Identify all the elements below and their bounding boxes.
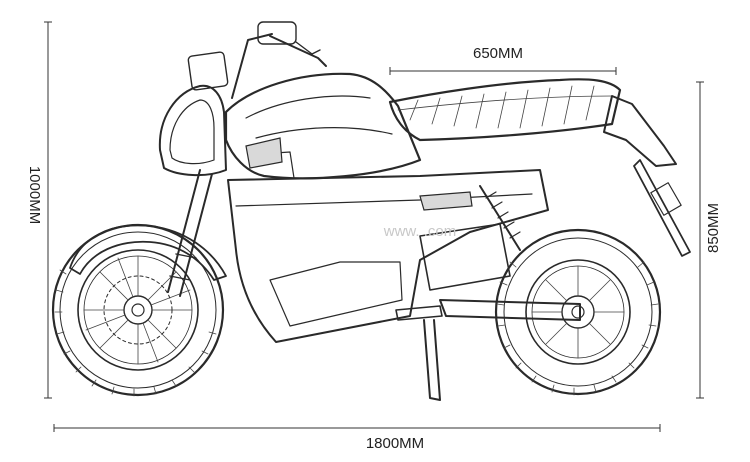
- rear-shock: [479, 185, 521, 251]
- front-wheel-spokes: [83, 255, 193, 365]
- tank-vent: [245, 137, 283, 169]
- seat-stitching: [397, 85, 613, 129]
- height-dimension-right: 850MM: [696, 81, 722, 399]
- handlebar: [231, 21, 327, 99]
- kickstand: [423, 319, 441, 401]
- rear-shock-spring: [485, 191, 521, 239]
- seat-height-label: 850MM: [705, 203, 722, 253]
- side-body-panel: [227, 169, 549, 343]
- tank-panel-lines: [245, 95, 393, 179]
- watermark: www. .com: [383, 223, 457, 240]
- overall-length-dimension: 1800MM: [53, 424, 661, 452]
- battery-box: [419, 223, 511, 291]
- tail-section: [603, 95, 677, 167]
- instrument-display: [187, 51, 229, 91]
- side-panel-cutout: [269, 261, 403, 327]
- seat-length-label: 650MM: [473, 45, 523, 62]
- seat-length-dimension: 650MM: [389, 45, 617, 75]
- side-panel-badge: [419, 191, 473, 211]
- license-plate-bracket: [633, 159, 691, 257]
- license-plate: [650, 182, 682, 216]
- overall-height-label: 1000MM: [26, 166, 43, 224]
- fuel-tank: [224, 72, 422, 180]
- rear-tire-tread: [496, 261, 659, 396]
- swingarm: [439, 299, 581, 321]
- front-fork: [167, 169, 213, 297]
- footpeg: [395, 305, 443, 321]
- front-tire-tread: [54, 269, 217, 397]
- front-fender: [69, 224, 227, 281]
- overall-length-label: 1800MM: [366, 435, 424, 452]
- headlight-lens: [169, 99, 215, 165]
- seat: [388, 78, 622, 142]
- rear-wheel: [494, 228, 662, 396]
- rear-wheel-spokes: [531, 265, 625, 359]
- side-panel-crease: [235, 193, 533, 207]
- motorcycle-sketch: [51, 21, 691, 401]
- height-dimension-left: 1000MM: [26, 21, 52, 399]
- headlight-cowl: [158, 84, 227, 177]
